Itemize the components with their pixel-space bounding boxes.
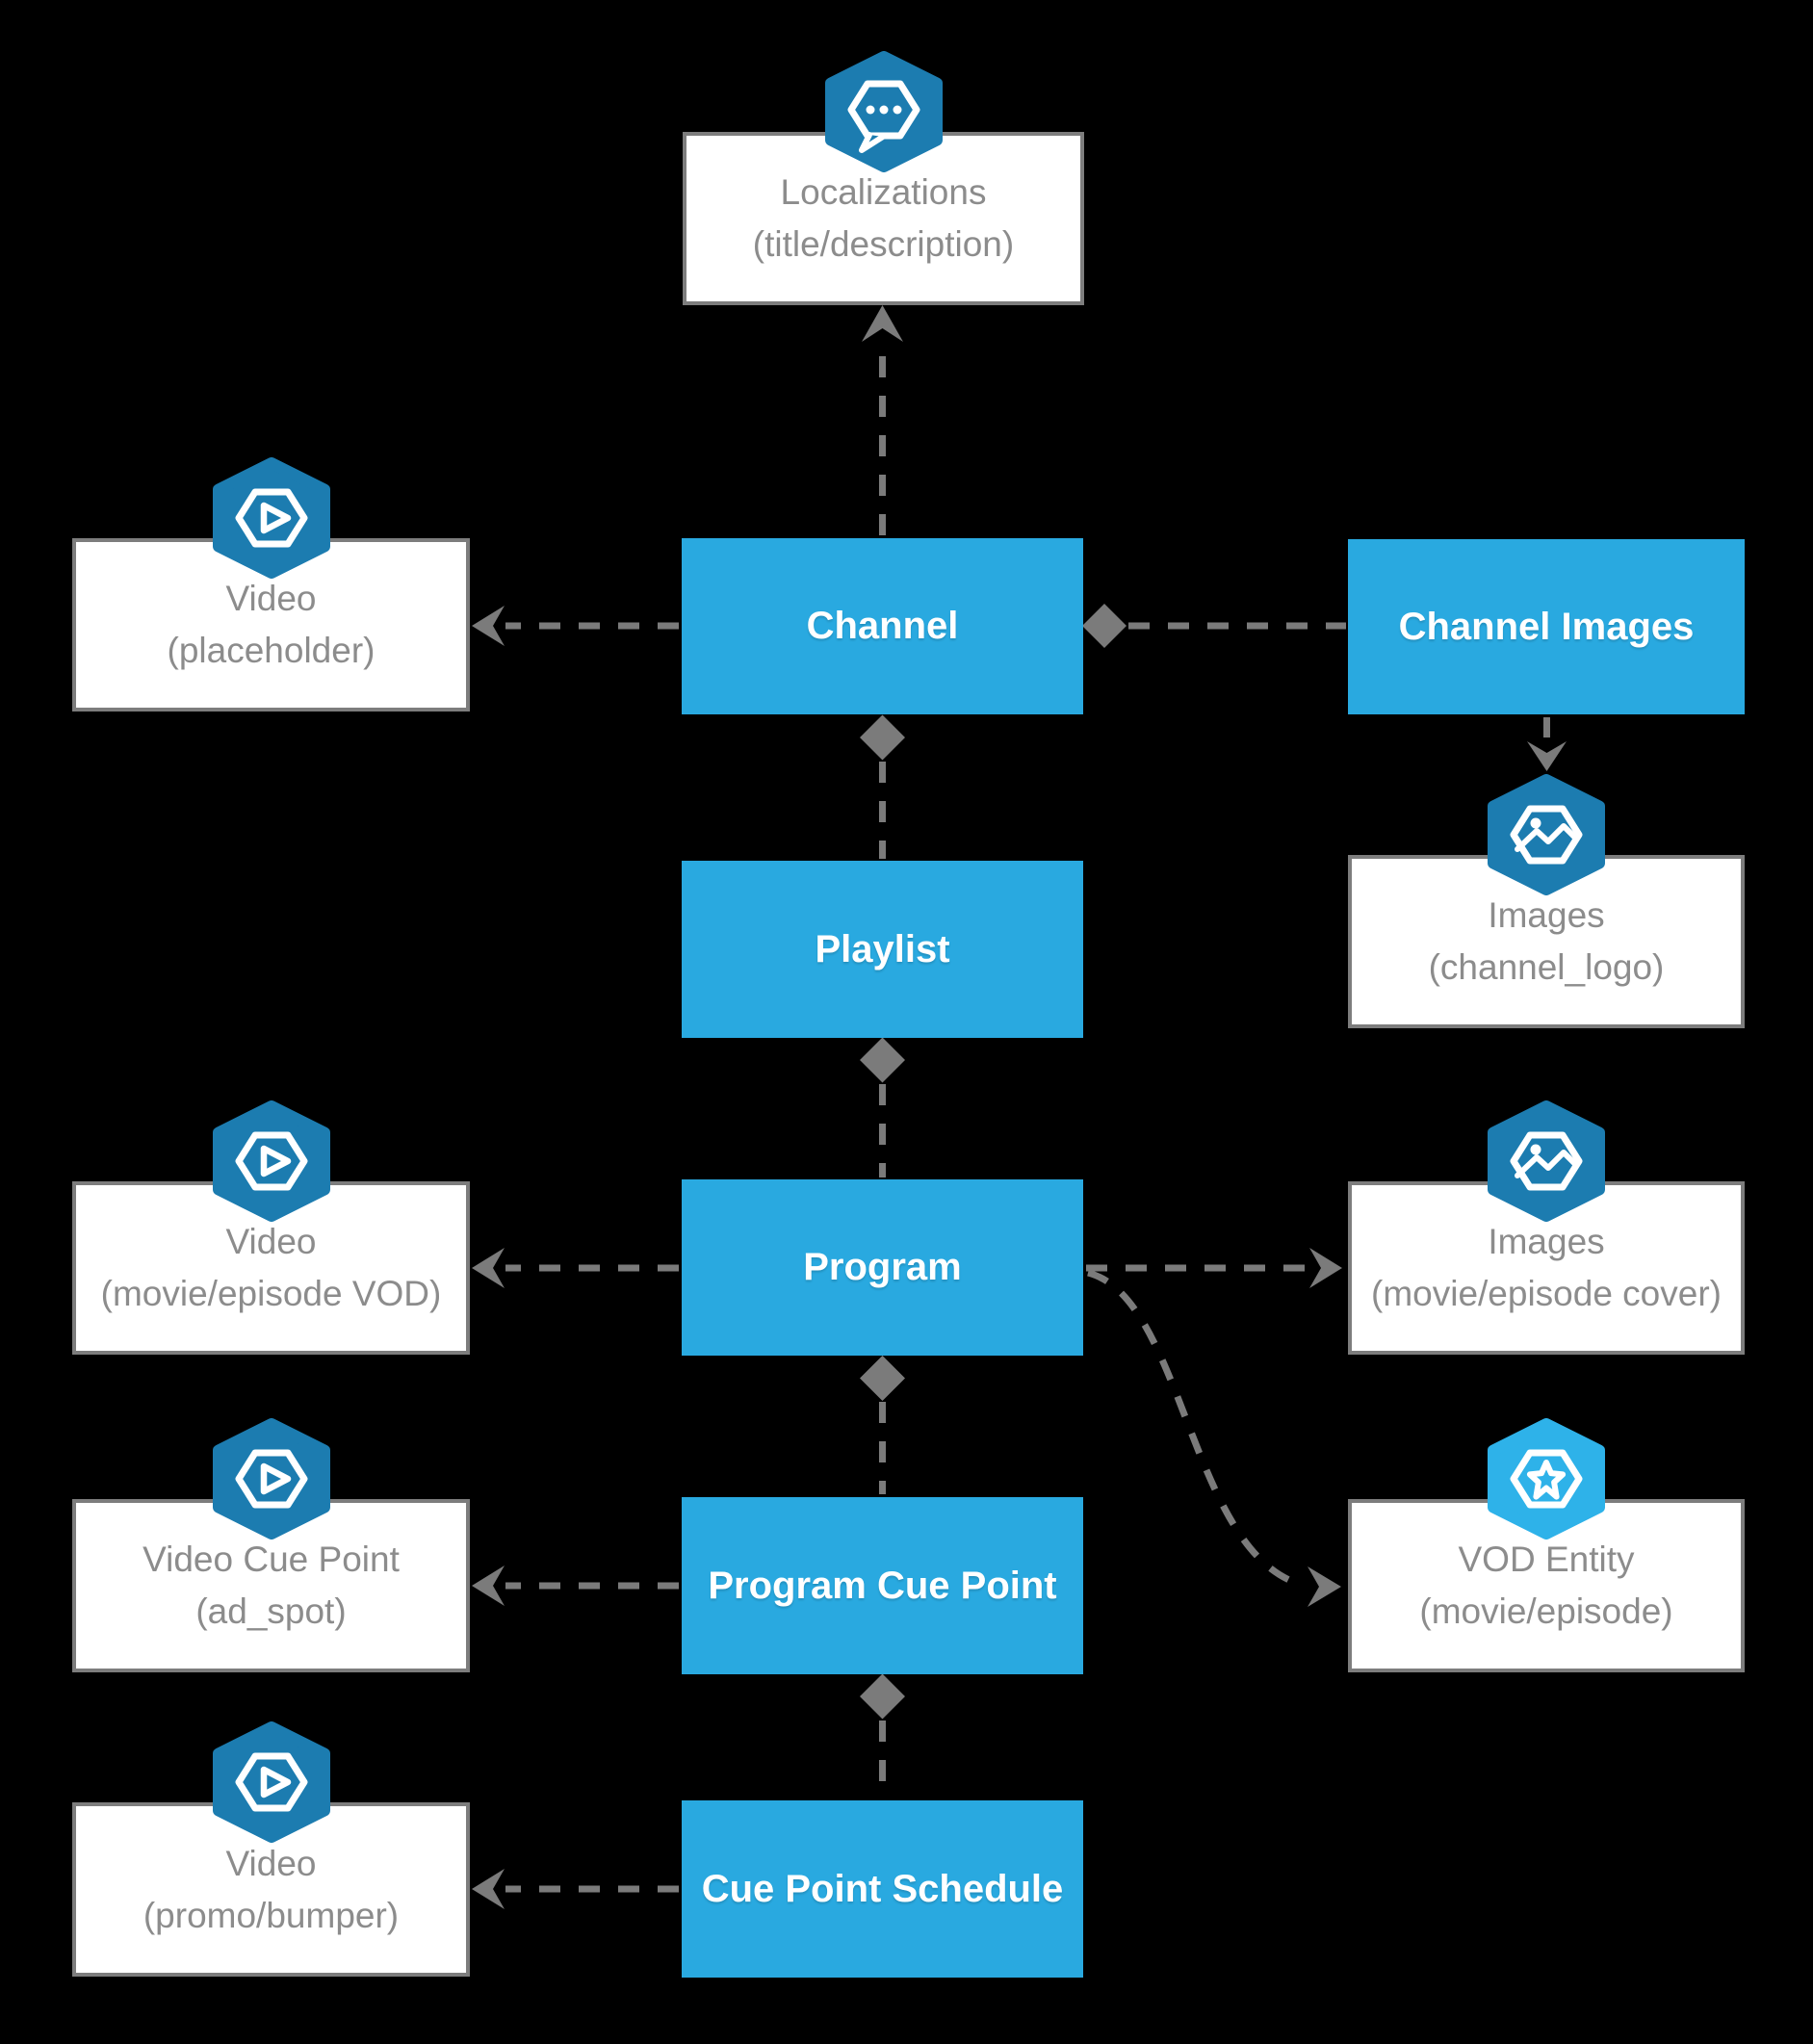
arrowhead-left-video-cue-point: [472, 1565, 505, 1606]
node-images-channel-logo-subtitle: (channel_logo): [1428, 947, 1665, 987]
node-images-movie-episode-cover: Images (movie/episode cover): [1348, 1100, 1745, 1355]
edge-program-vod-entity: [1087, 1269, 1303, 1589]
diamond-channel-bottom: [860, 714, 905, 761]
node-channel-images-title: Channel Images: [1398, 605, 1695, 648]
node-video-placeholder-subtitle: (placeholder): [167, 631, 376, 670]
node-vod-entity-subtitle: (movie/episode): [1419, 1591, 1673, 1631]
node-channel-title: Channel: [806, 605, 959, 647]
node-program-title: Program: [803, 1246, 962, 1288]
node-playlist-title: Playlist: [815, 927, 950, 970]
node-video-promo-bumper: Video (promo/bumper): [72, 1721, 470, 1977]
arrowhead-right-vod-entity: [1308, 1566, 1341, 1607]
video-play-icon: [212, 1418, 330, 1539]
node-cue-point-schedule-title: Cue Point Schedule: [701, 1867, 1064, 1910]
diamond-channel-right: [1082, 604, 1127, 648]
video-play-icon: [212, 1100, 330, 1222]
node-video-cue-point-subtitle: (ad_spot): [195, 1591, 347, 1631]
star-badge-icon: [1488, 1418, 1605, 1539]
node-localizations-subtitle: (title/description): [752, 224, 1015, 264]
chat-bubble-icon: [824, 51, 943, 172]
node-video-movie-episode-vod-title: Video: [225, 1222, 317, 1261]
node-images-channel-logo-title: Images: [1488, 895, 1605, 935]
diamond-program-bottom: [860, 1356, 905, 1401]
video-play-icon: [212, 457, 330, 579]
diamond-pcp-bottom: [860, 1673, 905, 1720]
arrowhead-down-images-logo: [1527, 741, 1567, 771]
arrowhead-up-localizations: [862, 305, 903, 342]
arrowhead-right-images-cover: [1309, 1248, 1342, 1288]
node-channel-images: Channel Images: [1348, 539, 1745, 714]
node-video-promo-bumper-subtitle: (promo/bumper): [142, 1895, 400, 1935]
node-video-cue-point-title: Video Cue Point: [142, 1539, 400, 1579]
node-images-movie-episode-cover-title: Images: [1488, 1222, 1605, 1261]
node-video-placeholder: Video (placeholder): [72, 457, 470, 712]
node-program-cue-point: Program Cue Point: [682, 1497, 1083, 1674]
arrowhead-left-video-promo: [472, 1869, 505, 1909]
arrowhead-left-video-placeholder: [472, 606, 505, 646]
node-video-movie-episode-vod-subtitle: (movie/episode VOD): [100, 1274, 442, 1313]
node-vod-entity: VOD Entity (movie/episode): [1348, 1418, 1745, 1672]
node-images-channel-logo: Images (channel_logo): [1348, 774, 1745, 1028]
node-channel: Channel: [682, 538, 1083, 714]
node-video-cue-point: Video Cue Point (ad_spot): [72, 1418, 470, 1672]
node-program: Program: [682, 1179, 1083, 1356]
node-video-movie-episode-vod: Video (movie/episode VOD): [72, 1100, 470, 1355]
node-video-placeholder-title: Video: [225, 579, 317, 618]
arrowhead-left-video-vod: [472, 1248, 505, 1288]
diamond-playlist-bottom: [860, 1037, 905, 1083]
node-playlist: Playlist: [682, 861, 1083, 1038]
node-localizations-title: Localizations: [780, 172, 987, 212]
node-video-promo-bumper-title: Video: [225, 1843, 317, 1883]
node-images-movie-episode-cover-subtitle: (movie/episode cover): [1371, 1274, 1722, 1313]
image-icon: [1488, 774, 1605, 895]
video-play-icon: [212, 1721, 330, 1843]
node-vod-entity-title: VOD Entity: [1458, 1539, 1635, 1579]
node-cue-point-schedule: Cue Point Schedule: [682, 1800, 1083, 1978]
node-program-cue-point-title: Program Cue Point: [708, 1564, 1057, 1607]
node-localizations: Localizations (title/description): [683, 51, 1084, 305]
image-icon: [1488, 1100, 1605, 1222]
